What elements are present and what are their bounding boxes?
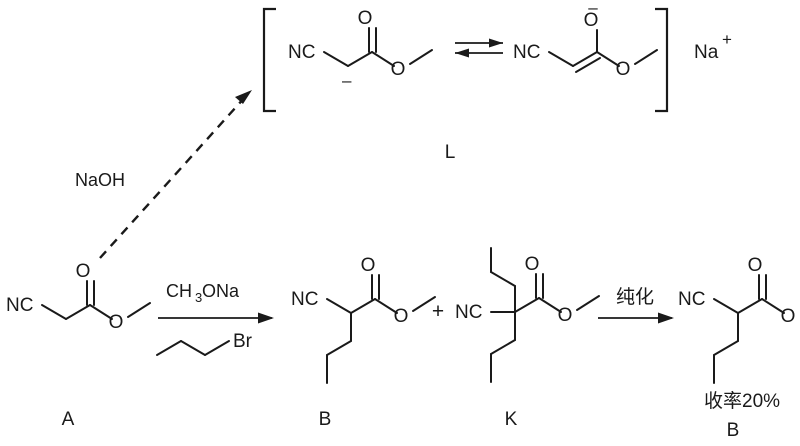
compound-b-nitrile-label: NC: [291, 289, 318, 310]
compound-b-ester-oxygen: O: [394, 306, 409, 327]
compound-b-structure: NC O O: [291, 255, 436, 384]
compound-a-structure: NC O O: [6, 261, 151, 333]
compound-b-final-ester-oxygen: O: [781, 306, 796, 327]
purification-arrow: [598, 312, 674, 324]
compound-b-final-label: B: [727, 420, 740, 441]
methoxide-ch-label: CH: [166, 281, 192, 301]
methoxide-ona-label: ONa: [202, 281, 240, 301]
compound-k-nitrile-label: NC: [455, 302, 482, 323]
compound-k-ester-oxygen: O: [558, 305, 573, 326]
compound-a-label: A: [62, 409, 75, 430]
intermediate-label-l: L: [445, 142, 456, 163]
carbanion-carbonyl-oxygen: O: [358, 8, 373, 29]
compound-k-label: K: [505, 409, 518, 430]
compound-k-structure: NC O O: [455, 247, 600, 383]
deprotonation-dashed-arrow: [99, 90, 252, 259]
methoxide-subscript-3: 3: [195, 290, 202, 305]
compound-k-carbonyl-oxygen: O: [525, 254, 540, 275]
yield-annotation: 收率 20%: [704, 390, 780, 412]
bracket-left-icon: [262, 7, 276, 113]
bracket-right-icon: [655, 7, 669, 113]
enolate-oxygen: O: [584, 10, 599, 31]
carbanion-ester-oxygen: O: [391, 59, 406, 80]
propyl-bromide-br-label: Br: [233, 331, 253, 352]
sodium-positive-charge: +: [722, 30, 732, 49]
sodium-label: Na: [694, 42, 719, 63]
compound-b-label: B: [319, 409, 332, 430]
yield-value-label: 20%: [742, 391, 780, 412]
propyl-bromide-structure: Br: [156, 331, 253, 356]
enolate-negative-charge: –: [588, 0, 598, 17]
purification-reagent-label: 纯化: [616, 286, 654, 308]
compound-b-carbonyl-oxygen: O: [361, 255, 376, 276]
yield-word-label: 收率: [704, 390, 742, 412]
plus-sign-between-products: +: [432, 300, 444, 323]
carbanion-structure: NC – O O: [288, 8, 433, 90]
compound-b-final-nitrile-label: NC: [678, 289, 705, 310]
carbanion-negative-charge: –: [342, 71, 352, 90]
equilibrium-arrow-icon: [455, 38, 503, 58]
compound-a-carbonyl-oxygen: O: [76, 261, 91, 282]
compound-a-nitrile-label: NC: [6, 295, 33, 316]
enolate-nitrile-label: NC: [513, 42, 540, 63]
enolate-structure: NC O – O: [513, 0, 658, 80]
compound-b-final-carbonyl-oxygen: O: [748, 255, 763, 276]
compound-a-ester-oxygen: O: [109, 312, 124, 333]
carbanion-nitrile-label: NC: [288, 42, 315, 63]
alkylation-arrow: [158, 312, 274, 324]
sodium-counterion: Na +: [694, 30, 732, 63]
methoxide-reagent-label: CH 3 ONa: [166, 281, 240, 305]
naoh-reagent-label: NaOH: [75, 170, 125, 190]
compound-b-final-structure: NC O O: [678, 255, 796, 384]
enolate-ester-oxygen: O: [616, 59, 631, 80]
